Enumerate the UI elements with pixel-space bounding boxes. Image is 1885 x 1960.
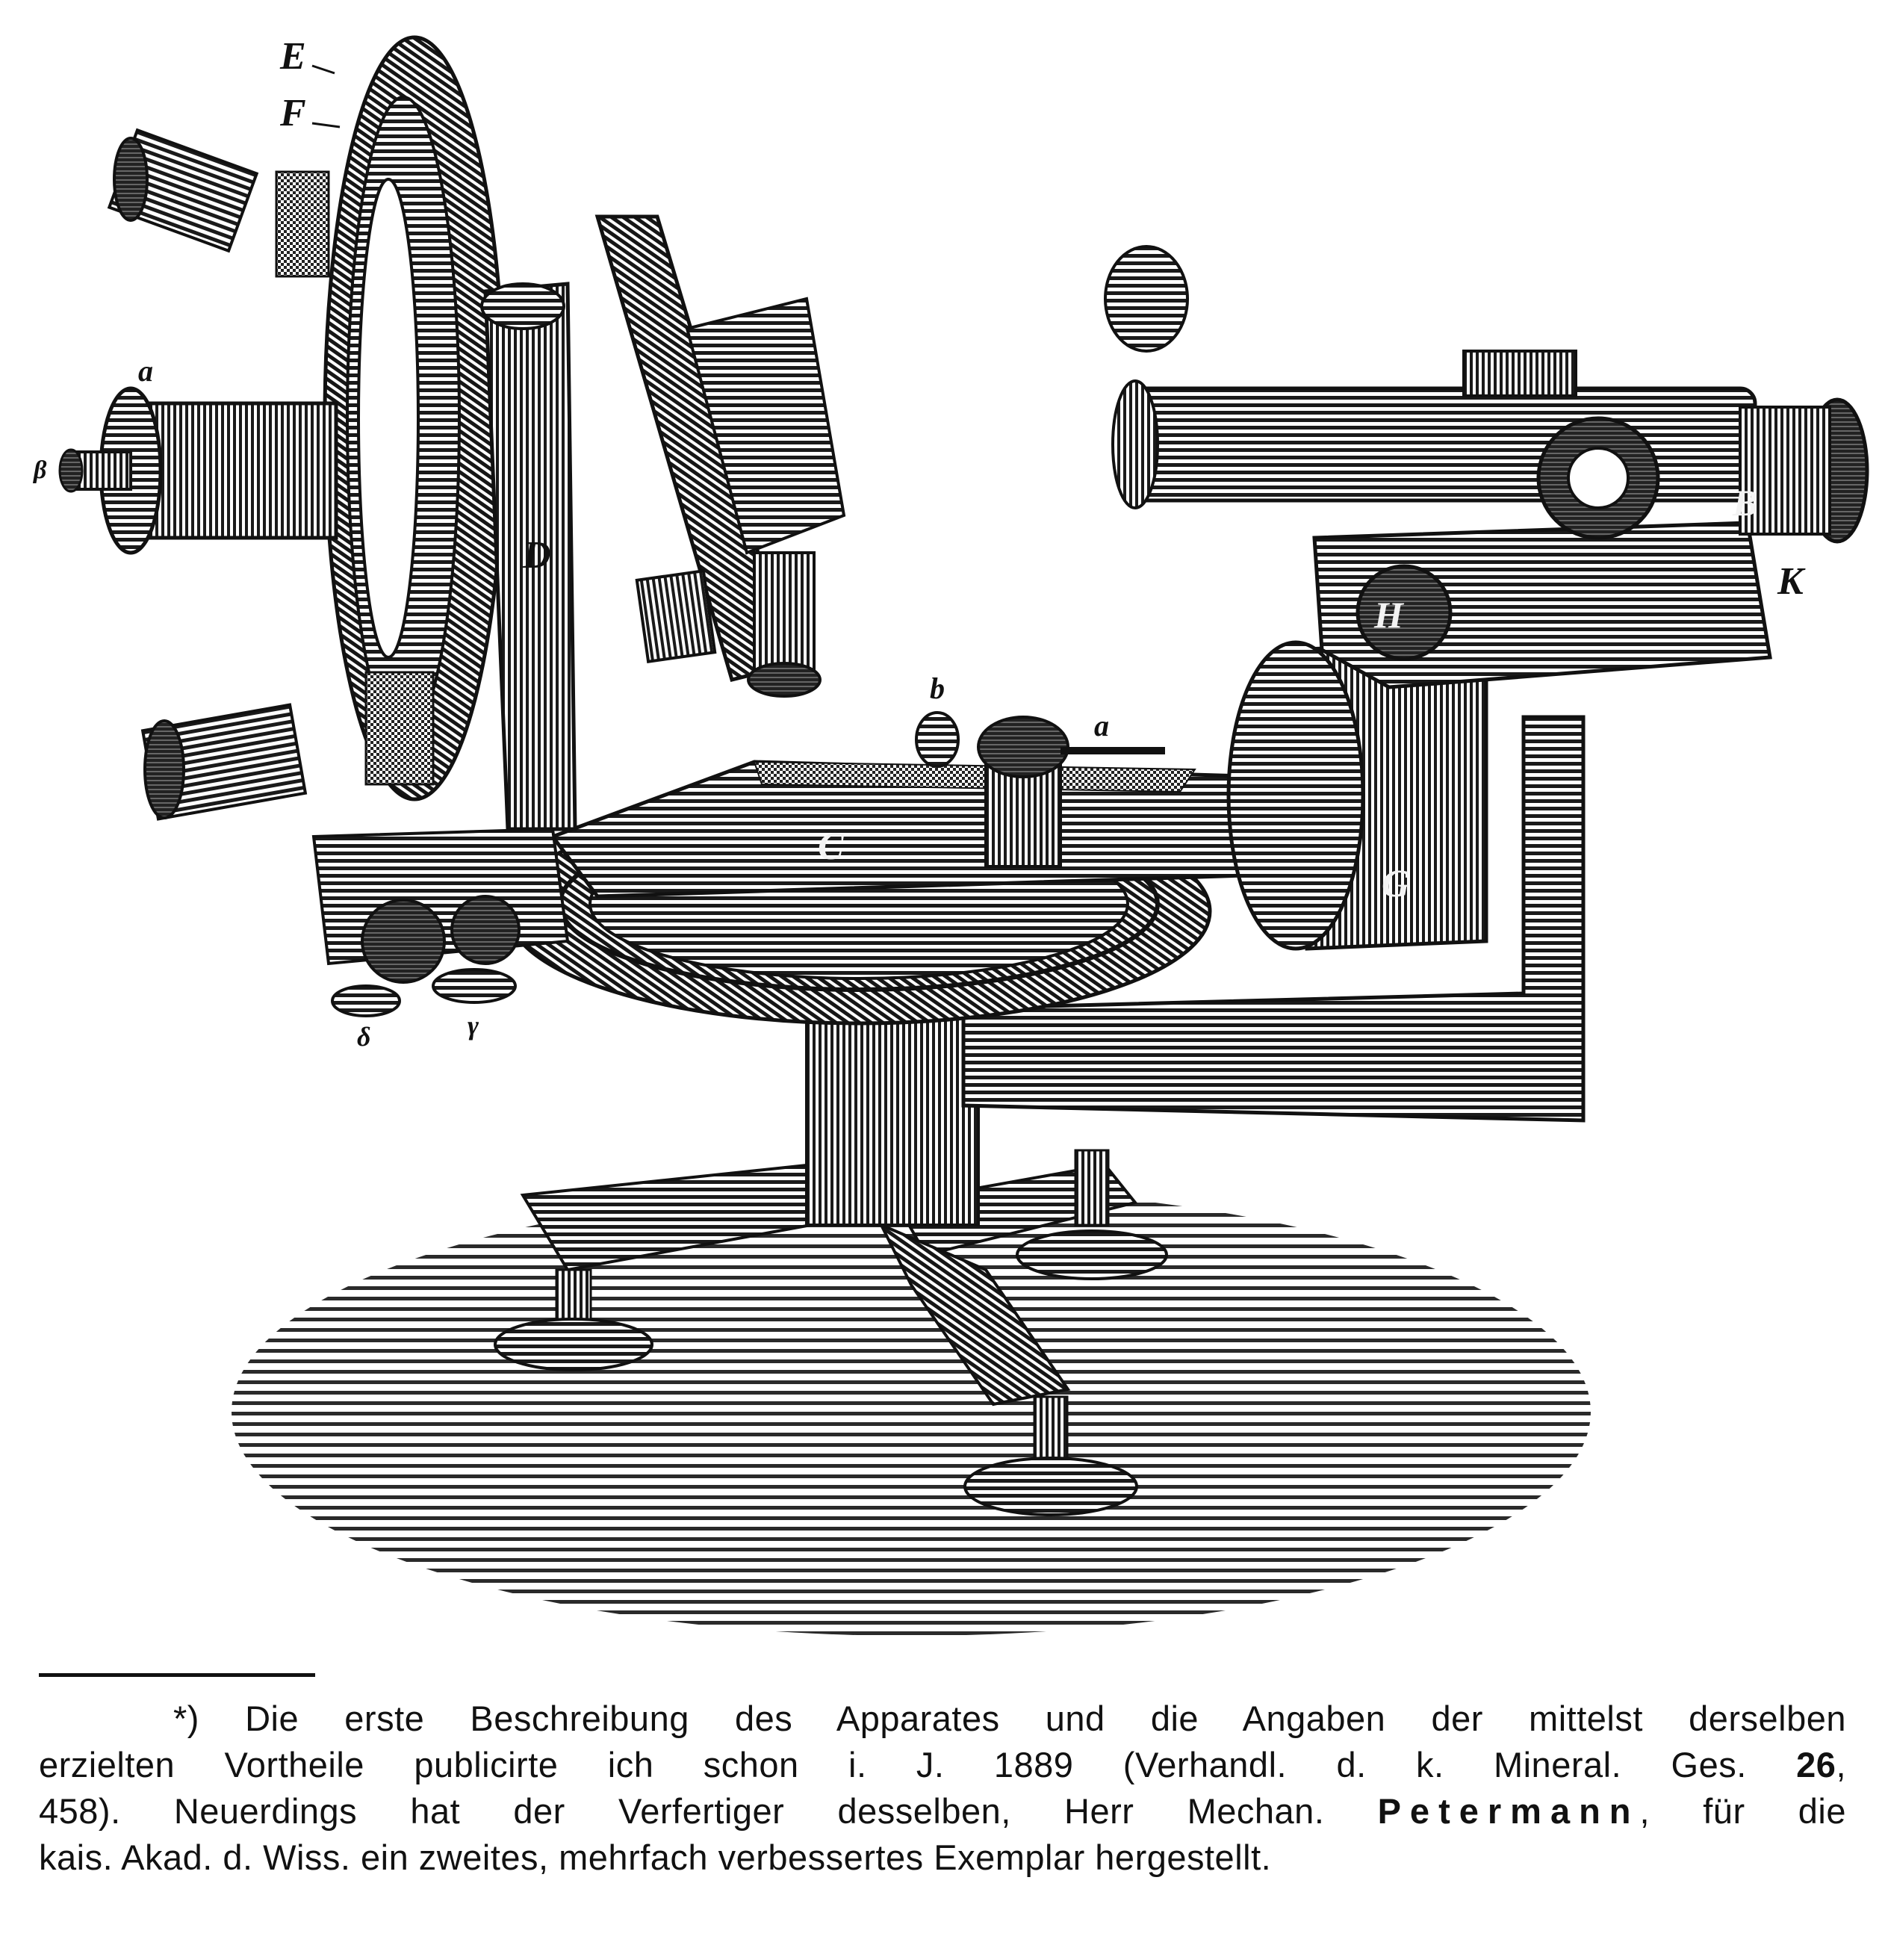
footnote-line-2: erzielten Vortheile publicirte ich schon… <box>39 1745 1846 1784</box>
tripod-base <box>494 1149 1168 1516</box>
label-b-upper: B <box>1732 482 1757 524</box>
telescope-b <box>1104 245 1869 544</box>
label-delta: δ <box>357 1022 370 1052</box>
label-c: C <box>818 825 845 868</box>
goniometer-illustration: E F a β D C b a G H B K δ γ <box>32 35 1869 1636</box>
footnote-line-1: *) Die erste Beschreibung des Apparates … <box>173 1699 1846 1738</box>
footnote-line-4: kais. Akad. d. Wiss. ein zweites, mehrfa… <box>39 1838 1272 1877</box>
label-d: D <box>522 534 551 577</box>
footnote: *) Die erste Beschreibung des Apparates … <box>39 1696 1846 1881</box>
l-arm <box>961 715 1586 1123</box>
microscope-lower <box>140 703 308 821</box>
microscope-upper <box>107 128 259 253</box>
label-f: F <box>279 92 306 134</box>
label-a-center: a <box>1094 709 1109 742</box>
central-column <box>805 999 980 1226</box>
label-g: G <box>1382 863 1410 905</box>
footnote-divider <box>39 1673 315 1677</box>
label-b: b <box>930 672 945 705</box>
volume-number: 26 <box>1796 1745 1836 1784</box>
label-a-left: a <box>138 354 153 388</box>
label-e: E <box>279 35 306 78</box>
maker-name: Petermann <box>1377 1791 1640 1831</box>
footnote-line-3: 458). Neuerdings hat der Verfertiger des… <box>39 1791 1846 1831</box>
label-gamma: γ <box>468 1011 479 1041</box>
clamp-screws <box>311 827 570 1017</box>
axis-hub <box>58 386 338 555</box>
label-k: K <box>1777 560 1806 603</box>
label-h: H <box>1373 594 1405 636</box>
label-beta: β <box>32 456 47 484</box>
